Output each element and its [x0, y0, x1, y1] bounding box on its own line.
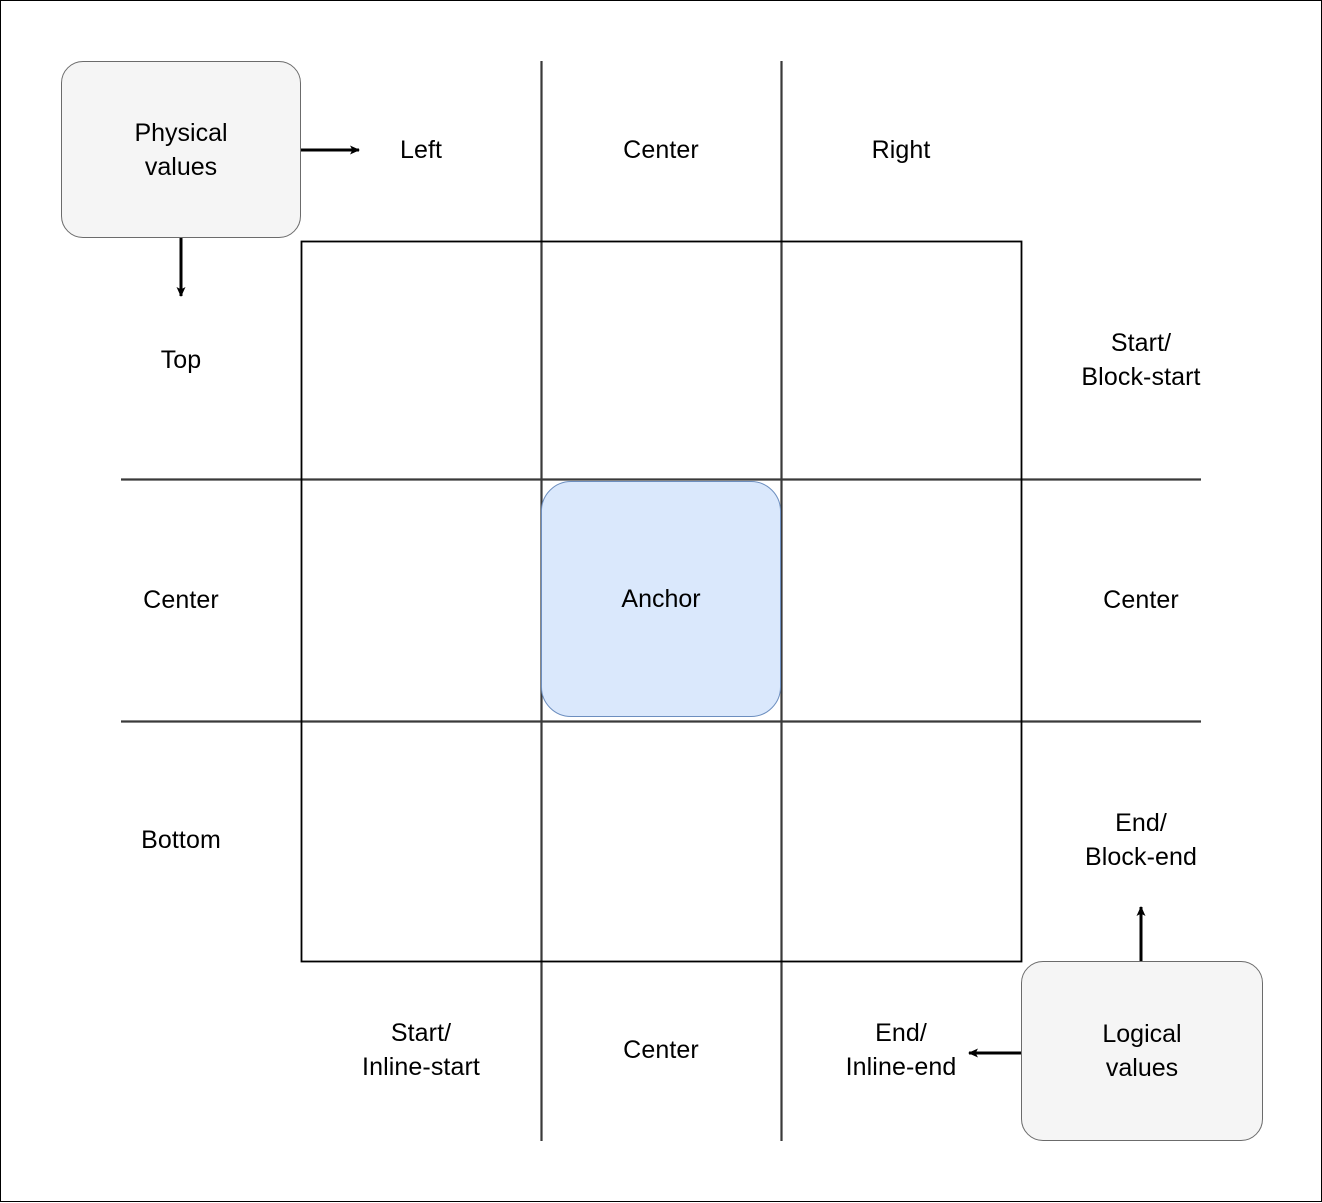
label-left-center: Center — [143, 586, 219, 614]
label-bottom-inline-end: End/ Inline-end — [845, 1019, 957, 1081]
label-top-center: Center — [623, 136, 699, 164]
label-bottom-center: Center — [623, 1036, 699, 1064]
physical-values-label: Physical values — [134, 118, 228, 181]
logical-values-label: Logical values — [1102, 1020, 1182, 1082]
arrows-layer — [176, 145, 1146, 1058]
label-right-block-start: Start/ Block-start — [1081, 329, 1201, 391]
label-right-block-end: End/ Block-end — [1084, 809, 1198, 871]
logical-values-node[interactable]: Logical values — [1021, 961, 1263, 1141]
physical-values-node[interactable]: Physical values — [61, 61, 301, 238]
anchor-label: Anchor — [621, 585, 701, 613]
label-top-right: Right — [871, 136, 931, 164]
label-left-bottom: Bottom — [141, 826, 221, 854]
label-bottom-inline-start: Start/ Inline-start — [362, 1019, 480, 1081]
label-right-center: Center — [1103, 586, 1179, 614]
anchor-node[interactable]: Anchor — [541, 481, 781, 717]
label-top-left: Left — [399, 136, 443, 164]
label-left-top: Top — [160, 346, 202, 374]
containing-block-rect — [300, 240, 1023, 963]
